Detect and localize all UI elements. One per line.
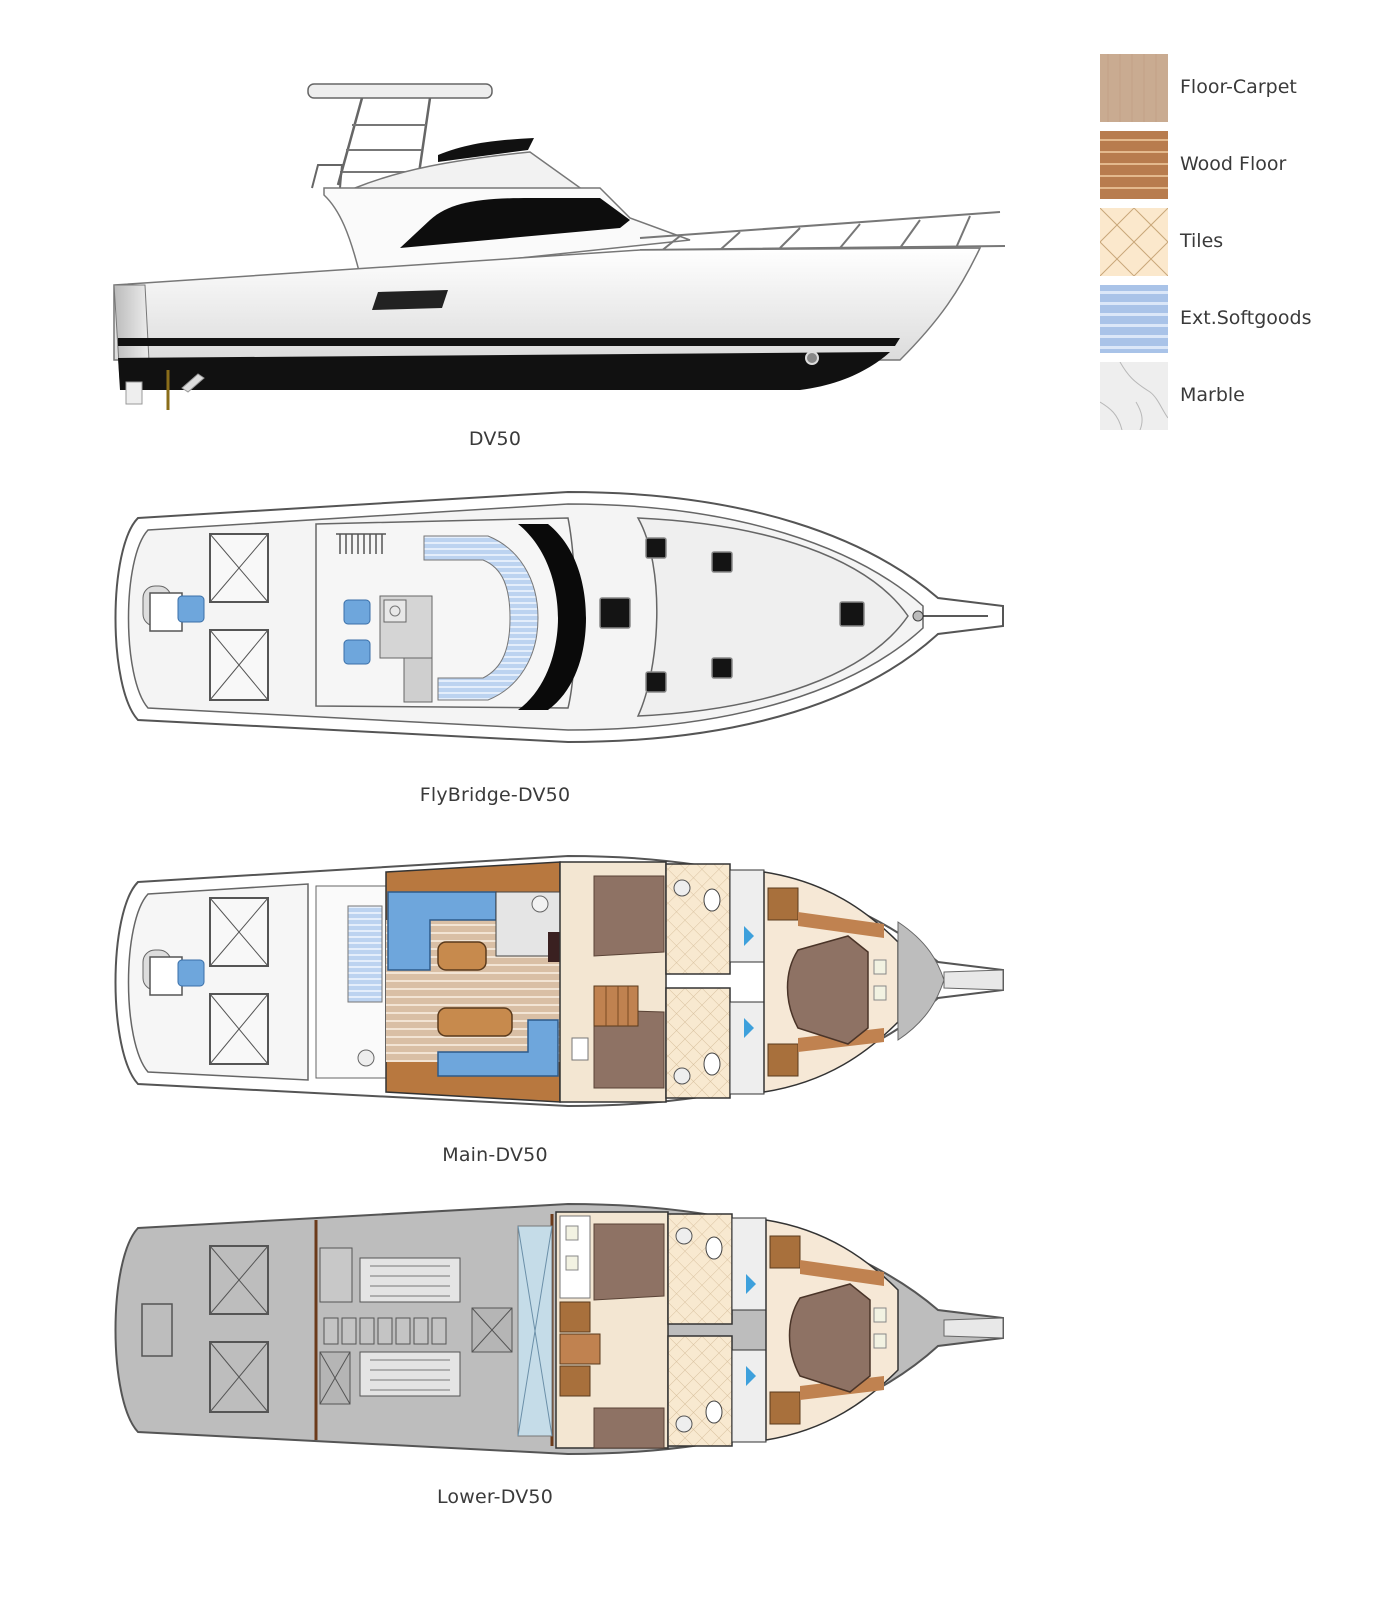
legend-item-tiles: Tiles (1100, 208, 1360, 285)
tiles-swatch-icon (1100, 208, 1168, 276)
helm-seat-icon (343, 639, 371, 665)
flybridge-caption: FlyBridge-DV50 (419, 784, 571, 806)
seat-icon (177, 595, 205, 623)
profile-caption: DV50 (468, 428, 522, 450)
legend-label: Wood Floor (1180, 153, 1287, 175)
legend-item-wood-floor: Wood Floor (1100, 131, 1360, 208)
floor-carpet-swatch-icon (1100, 54, 1168, 122)
legend-item-ext-softgoods: Ext.Softgoods (1100, 285, 1360, 362)
flybridge-illustration (114, 490, 1004, 744)
legend-label: Floor-Carpet (1180, 76, 1297, 98)
ext-softgoods-swatch-icon (1100, 285, 1168, 353)
boat-profile-illustration (113, 83, 1006, 410)
lower-deck-caption: Lower-DV50 (436, 1486, 554, 1508)
profile-drawing (100, 70, 1010, 410)
marble-swatch-icon (1100, 362, 1168, 430)
flybridge-deck-plan (108, 488, 1008, 748)
wood-floor-swatch-icon (1100, 131, 1168, 199)
legend-item-marble: Marble (1100, 362, 1360, 439)
main-deck-plan (108, 852, 1008, 1112)
helm-seat-icon (343, 599, 371, 625)
materials-legend: Floor-Carpet Wood Floor Tiles Ext.Softgo… (1100, 54, 1360, 439)
legend-item-floor-carpet: Floor-Carpet (1100, 54, 1360, 131)
lower-deck-plan (108, 1200, 1008, 1460)
main-deck-illustration (114, 854, 1004, 1108)
lower-deck-illustration (114, 1202, 1004, 1456)
engine-icon (359, 1351, 461, 1397)
seat-icon (177, 959, 205, 987)
main-deck-caption: Main-DV50 (442, 1144, 548, 1166)
legend-label: Marble (1180, 384, 1245, 406)
legend-label: Tiles (1180, 230, 1224, 252)
legend-label: Ext.Softgoods (1180, 307, 1312, 329)
engine-icon (359, 1257, 461, 1303)
